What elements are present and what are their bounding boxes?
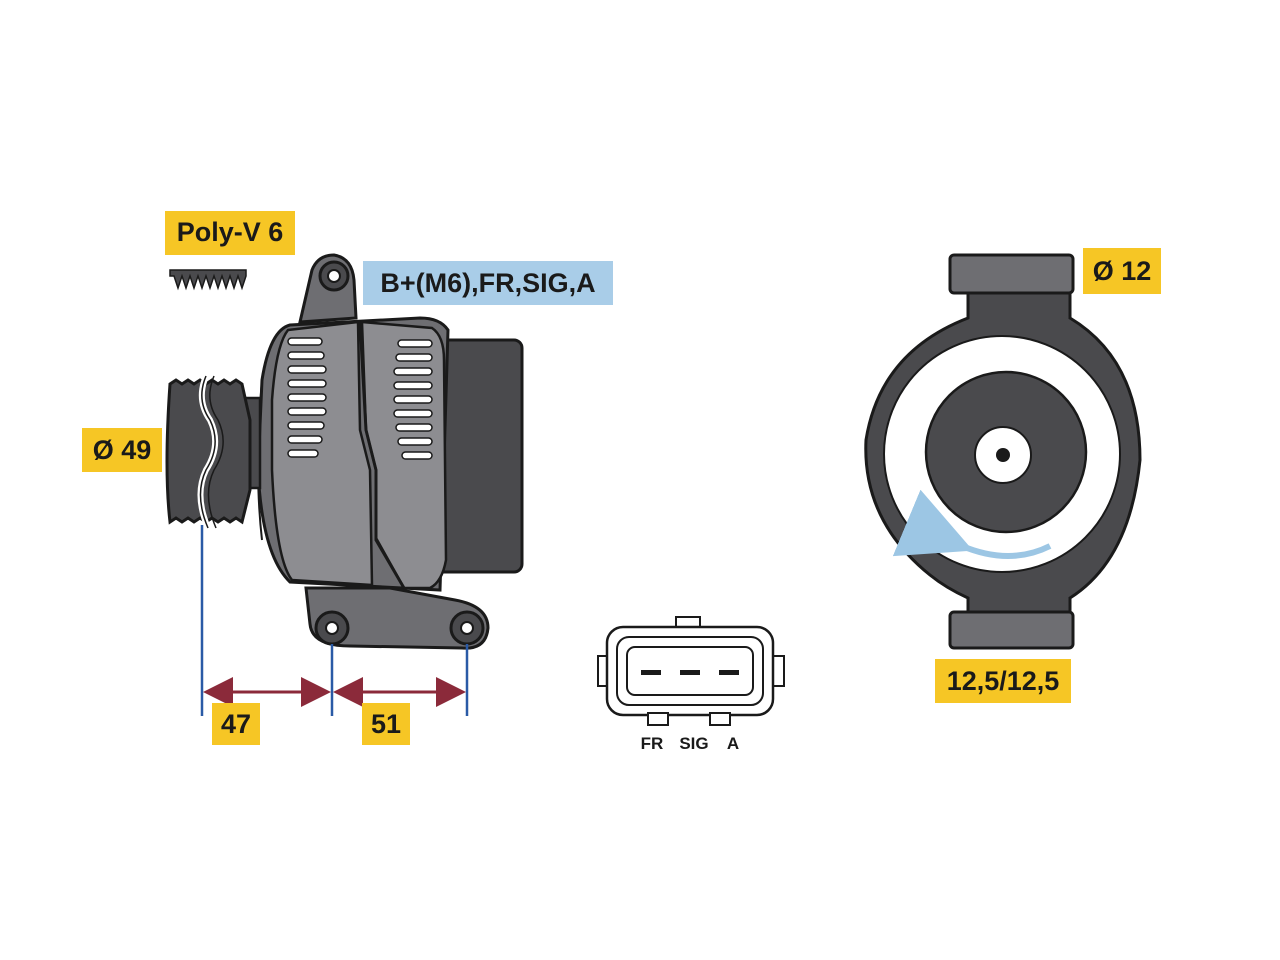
label-pulley-diameter: Ø 49 — [82, 428, 162, 472]
svg-text:12,5/12,5: 12,5/12,5 — [947, 666, 1060, 696]
connector-pin-2 — [680, 670, 700, 675]
svg-text:B+(M6),FR,SIG,A: B+(M6),FR,SIG,A — [380, 268, 595, 298]
label-dim-left: 47 — [212, 703, 260, 745]
connector-pin-1 — [641, 670, 661, 675]
label-dim-right: 51 — [362, 703, 410, 745]
svg-text:Poly-V 6: Poly-V 6 — [177, 217, 284, 247]
poly-v-pulley — [165, 374, 262, 530]
label-mount-widths: 12,5/12,5 — [935, 659, 1071, 703]
svg-text:Ø 12: Ø 12 — [1093, 256, 1152, 286]
svg-text:47: 47 — [221, 709, 251, 739]
lower-mounting-bracket — [304, 586, 490, 650]
alternator-rear-view — [864, 253, 1142, 650]
bottom-mounting-lug — [948, 610, 1075, 650]
top-mounting-lug — [948, 253, 1075, 295]
label-mount-diameter: Ø 12 — [1083, 248, 1161, 294]
svg-text:51: 51 — [371, 709, 401, 739]
rear-cooling-slots — [393, 339, 433, 460]
svg-text:Ø 49: Ø 49 — [93, 435, 152, 465]
connector-plug: FR SIG A — [597, 616, 785, 753]
top-mounting-ear — [298, 253, 358, 324]
pin-label-sig: SIG — [679, 734, 708, 753]
connector-pin-3 — [719, 670, 739, 675]
front-cooling-slots — [287, 337, 327, 458]
dimension-extension-lines — [200, 525, 469, 716]
alternator-side-view — [165, 253, 524, 650]
label-terminals: B+(M6),FR,SIG,A — [363, 261, 613, 305]
rotation-arrow-icon — [892, 489, 1052, 559]
pin-label-fr: FR — [641, 734, 664, 753]
label-belt: Poly-V 6 — [165, 211, 295, 255]
poly-v-belt-icon — [169, 269, 247, 291]
pin-label-a: A — [727, 734, 739, 753]
